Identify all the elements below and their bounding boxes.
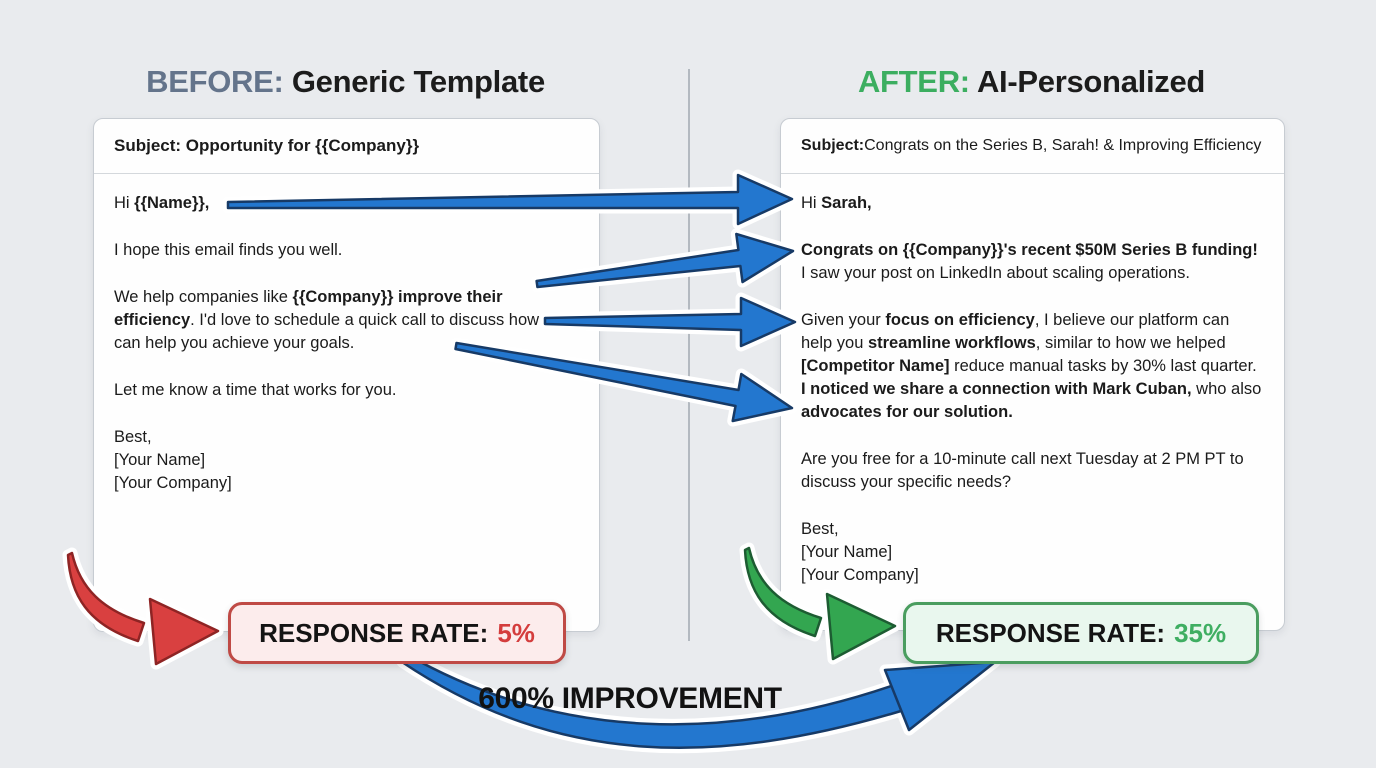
email-paragraph: Hi Sarah, bbox=[801, 194, 872, 212]
email-paragraph: Are you free for a 10-minute call next T… bbox=[801, 450, 1244, 491]
before-title: BEFORE: Generic Template bbox=[93, 64, 598, 100]
after-response-rate-value: 35% bbox=[1174, 617, 1227, 648]
improvement-label: 600% IMPROVEMENT bbox=[478, 682, 782, 715]
before-title-text: Generic Template bbox=[283, 64, 545, 99]
email-paragraph: Given your focus on efficiency, I believ… bbox=[801, 311, 1262, 421]
email-paragraph: Congrats on {{Company}}'s recent $50M Se… bbox=[801, 241, 1258, 282]
before-email-card: Subject: Opportunity for {{Company}} Hi … bbox=[93, 118, 600, 632]
before-response-rate-value: 5% bbox=[497, 617, 535, 648]
email-paragraph: Hi {{Name}}, bbox=[114, 194, 210, 212]
after-email-subject: Subject: Congrats on the Series B, Sarah… bbox=[781, 119, 1284, 174]
after-title: AFTER: AI-Personalized bbox=[780, 64, 1283, 100]
email-signature: Best, [Your Name] [Your Company] bbox=[114, 428, 232, 492]
after-email-body: Hi Sarah, Congrats on {{Company}}'s rece… bbox=[781, 174, 1284, 587]
email-paragraph: I hope this email finds you well. bbox=[114, 241, 343, 259]
before-title-prefix: BEFORE: bbox=[146, 64, 284, 99]
email-paragraph: We help companies like {{Company}} impro… bbox=[114, 288, 565, 352]
email-signature: Best, [Your Name] [Your Company] bbox=[801, 520, 919, 584]
center-divider bbox=[688, 69, 690, 641]
after-response-rate-label: RESPONSE RATE: bbox=[935, 617, 1166, 648]
email-paragraph: Let me know a time that works for you. bbox=[114, 381, 397, 399]
after-response-rate-badge: RESPONSE RATE: 35% bbox=[903, 602, 1259, 664]
after-title-text: AI-Personalized bbox=[969, 64, 1206, 99]
after-email-card: Subject: Congrats on the Series B, Sarah… bbox=[780, 118, 1285, 631]
before-response-rate-badge: RESPONSE RATE: 5% bbox=[228, 602, 566, 664]
after-title-prefix: AFTER: bbox=[857, 64, 970, 99]
before-email-subject: Subject: Opportunity for {{Company}} bbox=[94, 119, 599, 174]
before-email-body: Hi {{Name}}, I hope this email finds you… bbox=[94, 174, 599, 495]
before-response-rate-label: RESPONSE RATE: bbox=[259, 617, 489, 648]
